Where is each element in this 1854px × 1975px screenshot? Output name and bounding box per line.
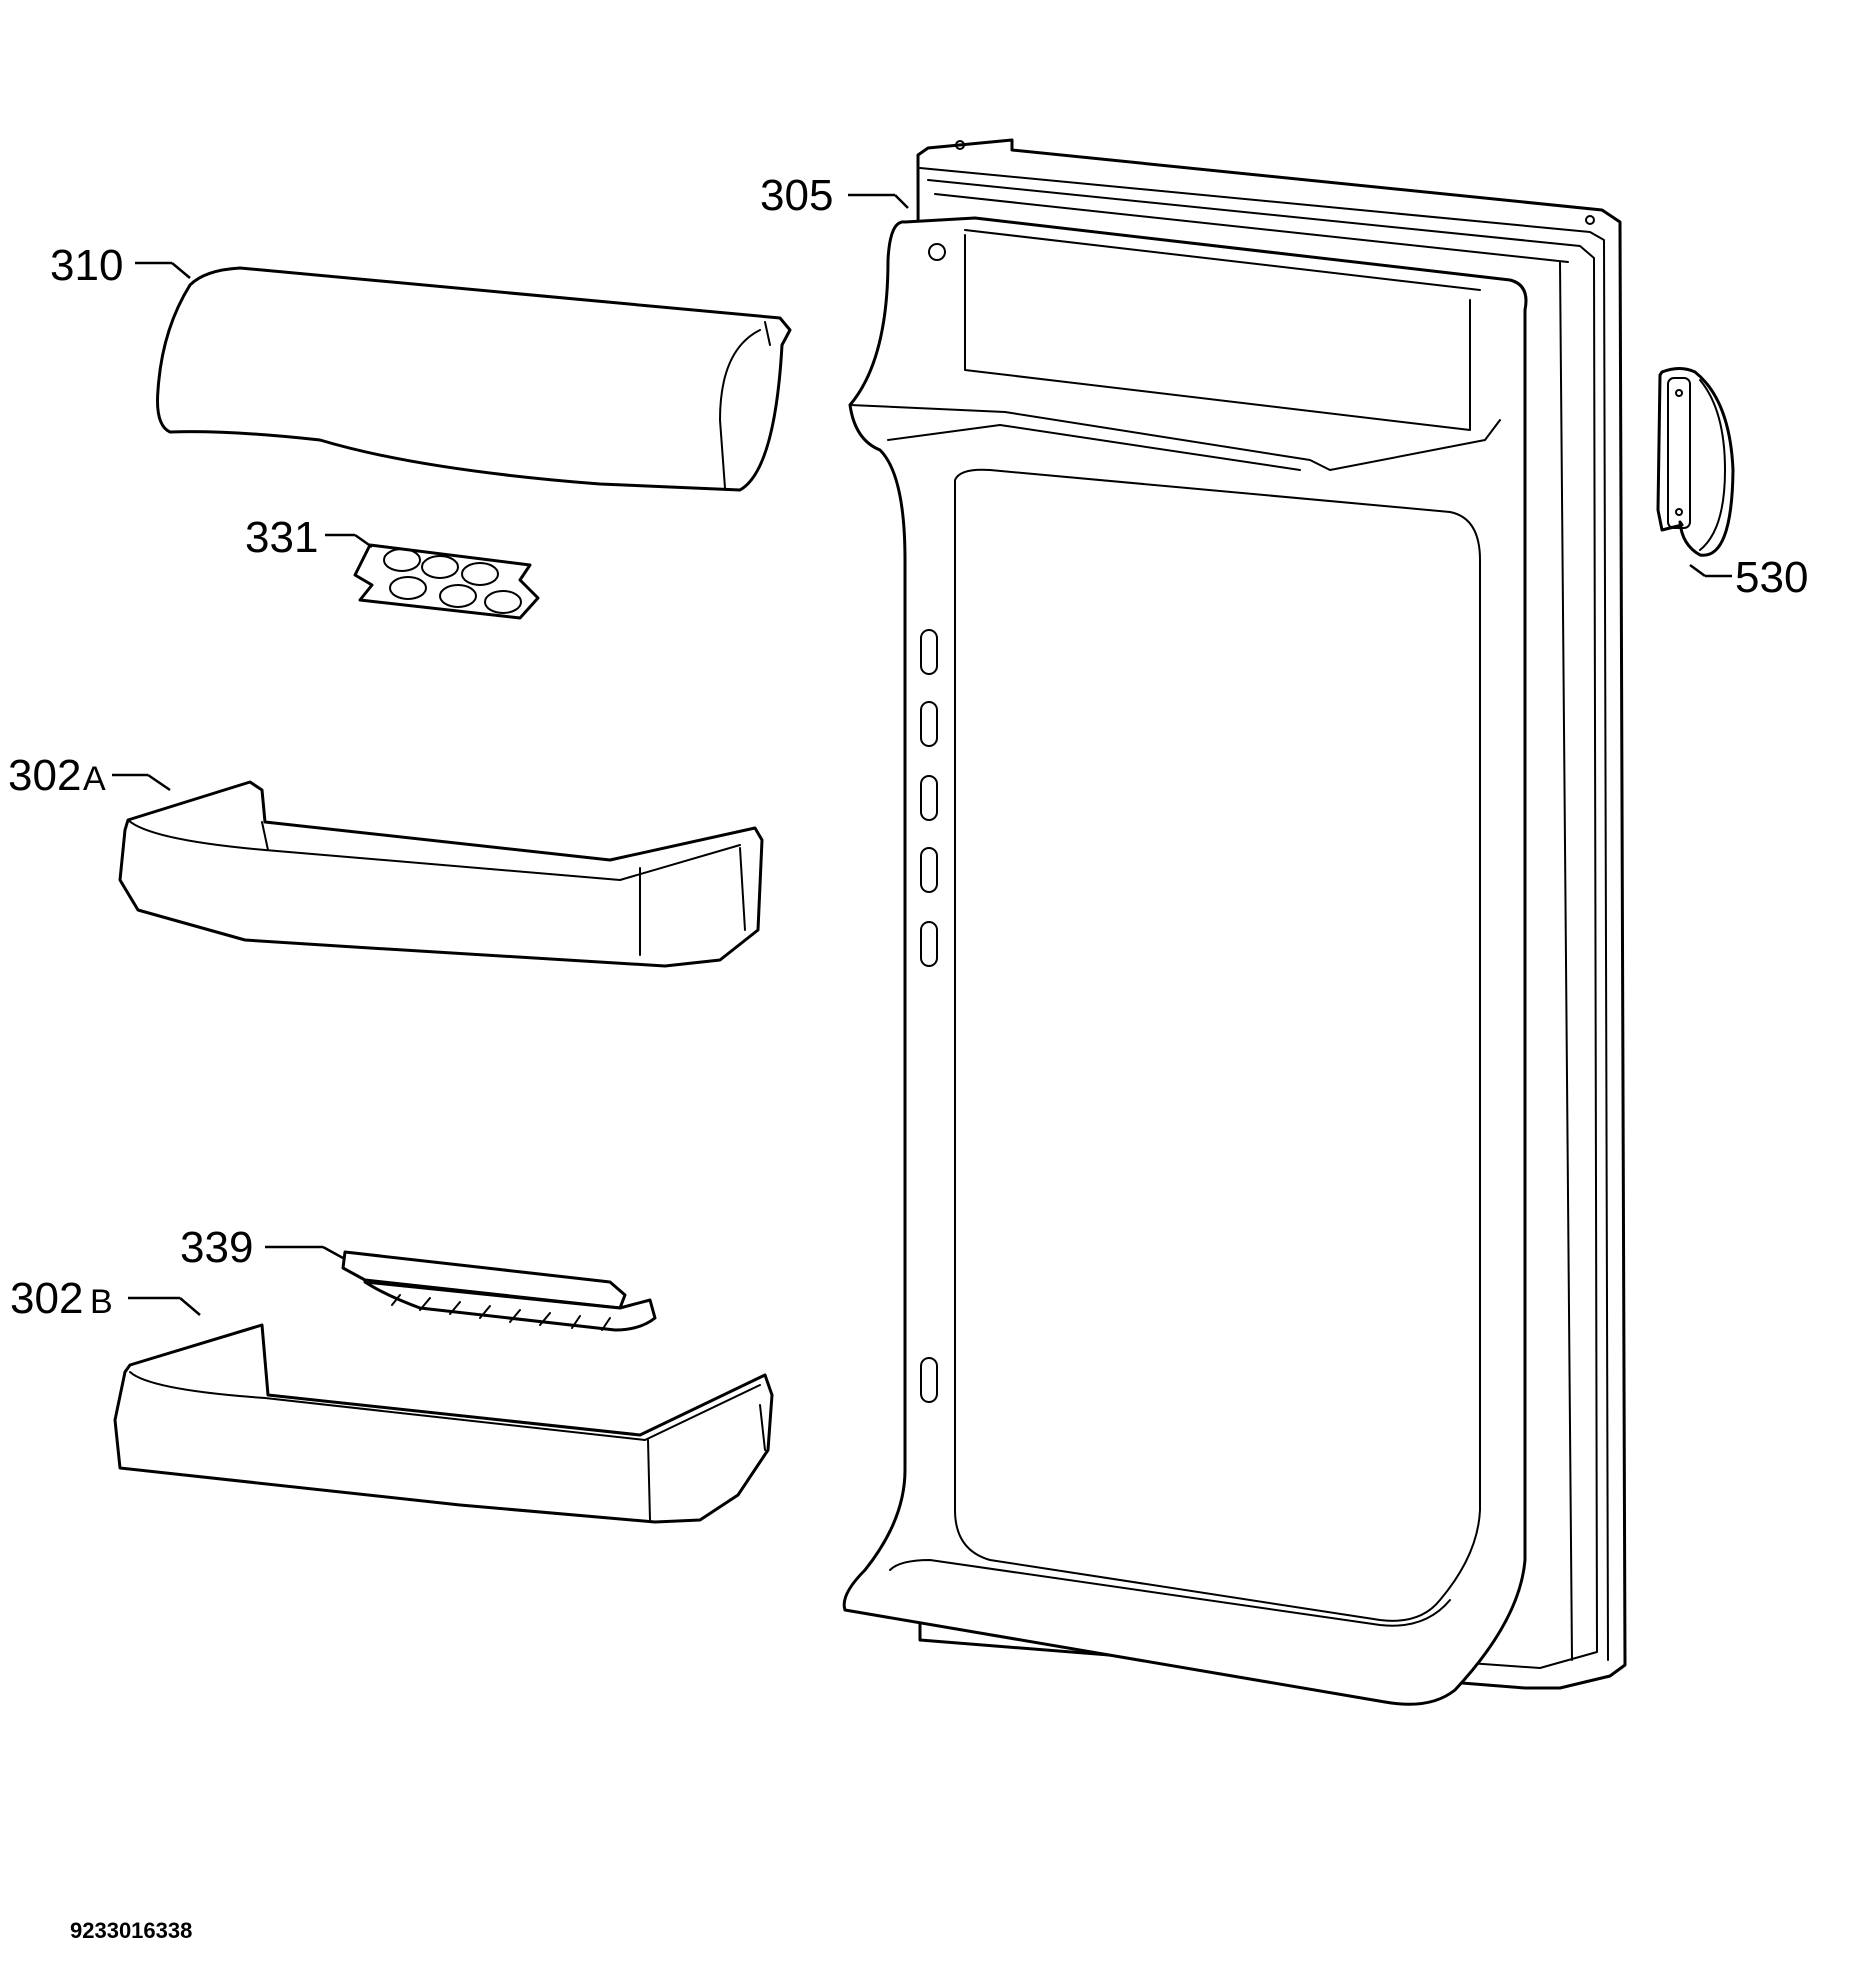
dairy-compartment-cover	[156, 266, 792, 492]
door-shelf-lower	[113, 1323, 774, 1524]
callout-302-upper: 302	[8, 751, 81, 800]
callout-310: 310	[50, 241, 123, 290]
callout-530: 530	[1735, 553, 1808, 602]
document-id: 9233016338	[70, 1918, 192, 1943]
callout-302-upper-suffix: A	[83, 760, 106, 798]
door-shelf-upper	[118, 780, 764, 968]
leader-lines	[112, 193, 1732, 1316]
callout-305: 305	[760, 171, 833, 220]
egg-tray	[353, 543, 540, 620]
callout-331: 331	[245, 513, 318, 562]
door-assembly	[842, 138, 1627, 1706]
callout-339: 339	[180, 1223, 253, 1272]
door-handle	[1656, 367, 1735, 557]
callout-302-lower: 302	[10, 1274, 83, 1323]
bottle-retainer	[341, 1250, 657, 1332]
callout-302-lower-suffix: B	[90, 1283, 113, 1321]
